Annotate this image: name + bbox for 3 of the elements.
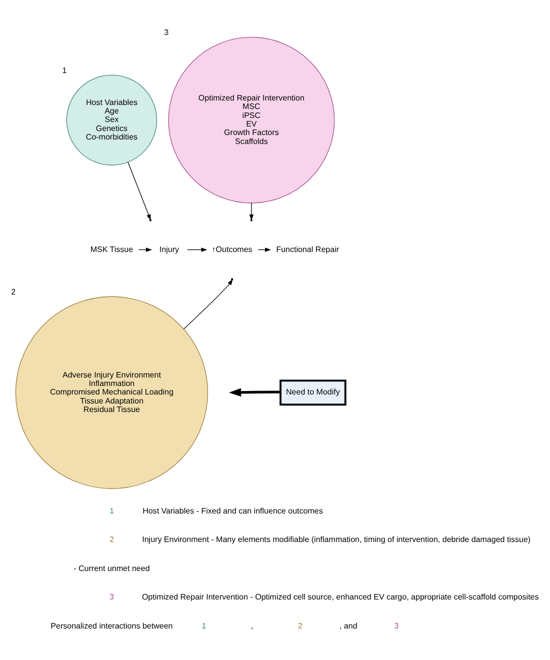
arrow xyxy=(228,388,280,396)
arrow xyxy=(183,278,233,329)
arrow xyxy=(187,247,208,252)
